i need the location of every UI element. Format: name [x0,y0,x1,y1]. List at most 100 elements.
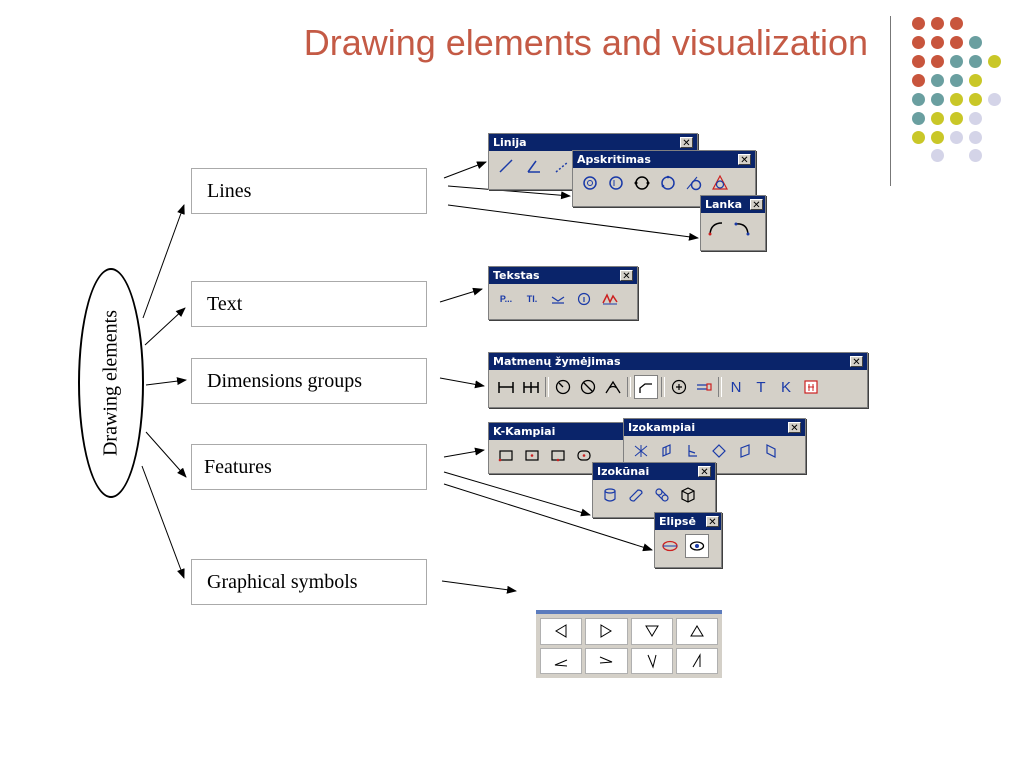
rounded-rect-icon[interactable] [573,444,595,466]
symbol-cell[interactable] [585,618,628,645]
kkampiai-toolbar: K-Kampiai✕ [488,422,648,474]
text-paragraph-icon[interactable]: P... [499,294,513,304]
iso-diamond-icon[interactable] [708,440,730,462]
decor-dot [969,93,982,106]
close-icon[interactable]: ✕ [680,137,693,149]
cylinder-icon[interactable] [599,484,621,506]
triangle-right-icon [600,624,613,639]
text-signature-icon[interactable] [599,288,621,310]
text-baseline-icon[interactable] [547,288,569,310]
category-features: Features [191,444,427,490]
category-text: Text [191,281,427,327]
circle-two-point-icon[interactable] [631,172,653,194]
decor-dot [931,112,944,125]
toolbar-separator [545,377,549,397]
angle-symbol-icon [554,659,568,667]
decor-dot [912,74,925,87]
circle-radius-icon[interactable] [579,172,601,194]
graphical-symbols-panel [536,610,722,678]
decor-dot [950,36,963,49]
radius-dimension-icon[interactable] [552,376,574,398]
rectangle-base-icon[interactable] [547,444,569,466]
arrow-features-elipse [443,483,653,552]
decor-dot [931,55,944,68]
triangle-down-icon [644,625,659,638]
text-info-icon[interactable] [573,288,595,310]
lanka-toolbar: Lanka ✕ [700,195,766,251]
symbol-cell[interactable] [675,618,718,645]
close-icon[interactable]: ✕ [620,270,633,282]
elipse-toolbar: Elipsė✕ [654,512,722,568]
symbol-cell[interactable] [630,618,673,645]
apskritimas-title: Apskritimas [577,153,651,166]
arrow-lines-linija [443,161,487,179]
decor-dot [988,55,1001,68]
rectangle-center-icon[interactable] [521,444,543,466]
symbol-cell[interactable] [630,647,673,674]
center-mark-icon[interactable] [668,376,690,398]
close-icon[interactable]: ✕ [750,199,763,211]
arrow-root-text [144,307,186,346]
close-icon[interactable]: ✕ [698,466,711,478]
iso-para-left-icon[interactable] [734,440,756,462]
dimension-table-icon[interactable] [800,376,822,398]
dimension-t-icon[interactable]: T [756,378,766,396]
arc-center-icon[interactable] [731,217,753,239]
arrow-root-symbols [141,465,185,579]
tolerance-icon[interactable] [693,376,715,398]
leader-icon[interactable] [634,375,658,399]
symbol-cell[interactable] [540,618,583,645]
arrow-text-tekstas [439,287,483,303]
decor-dot [950,55,963,68]
line-tool-icon[interactable] [495,155,517,177]
iso-cylinder-side-icon[interactable] [651,484,673,506]
arc-three-point-icon[interactable] [705,217,727,239]
close-icon[interactable]: ✕ [738,154,751,166]
diameter-dimension-icon[interactable] [577,376,599,398]
lanka-titlebar: Lanka ✕ [701,196,765,213]
ellipse-center-icon[interactable] [685,534,709,558]
dimension-n-icon[interactable]: N [730,378,742,396]
dashed-line-icon[interactable] [551,155,573,177]
chain-dimension-icon[interactable] [520,376,542,398]
iso-cylinder-tilt-icon[interactable] [625,484,647,506]
toolbar-separator [627,377,631,397]
angle-line-icon[interactable] [523,155,545,177]
decor-dot [950,93,963,106]
symbol-cell[interactable] [540,647,583,674]
decor-dot [950,17,963,30]
ellipse-tool-icon[interactable] [659,535,681,557]
decor-dot [950,74,963,87]
symbol-cell[interactable] [675,647,718,674]
rectangle-icon[interactable] [495,444,517,466]
iso-face-right-icon[interactable] [682,440,704,462]
linear-dimension-icon[interactable] [495,376,517,398]
root-node: Drawing elements [78,268,144,498]
izokunai-titlebar: Izokūnai✕ [593,463,715,480]
close-icon[interactable]: ✕ [850,356,863,368]
circle-three-point-icon[interactable] [657,172,679,194]
circle-diameter-icon[interactable] [605,172,627,194]
symbol-cell[interactable] [585,647,628,674]
close-icon[interactable]: ✕ [706,516,719,528]
iso-cube-icon[interactable] [677,484,699,506]
triangle-left-icon [555,624,567,639]
arrow-features-kkampiai [443,447,485,458]
close-icon[interactable]: ✕ [788,422,801,434]
slant-angle-icon [692,652,701,668]
iso-face-left-icon[interactable] [656,440,678,462]
dimension-k-icon[interactable]: K [780,378,791,396]
decor-dot [931,17,944,30]
iso-grid-icon[interactable] [630,440,652,462]
iso-para-right-icon[interactable] [760,440,782,462]
decor-dot [988,93,1001,106]
text-line-icon[interactable]: TI. [526,294,538,304]
circle-tangent-icon[interactable] [683,172,705,194]
circle-inscribed-icon[interactable] [709,172,731,194]
decor-dot [931,93,944,106]
angular-dimension-icon[interactable] [602,376,624,398]
arrow-symbols-grid [441,580,517,594]
matmenu-title: Matmenų žymėjimas [493,355,621,368]
lanka-title: Lanka [705,198,743,211]
decor-dot [969,149,982,162]
